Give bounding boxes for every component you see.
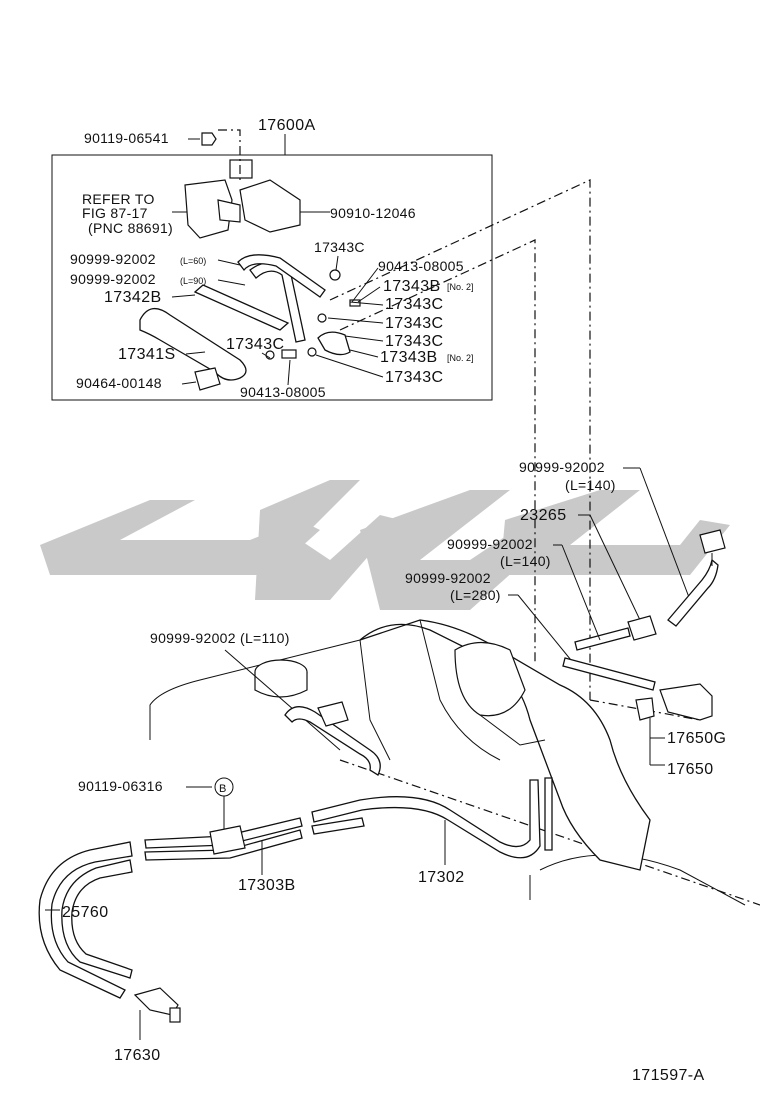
label-c25: 90119-06316 xyxy=(78,778,163,794)
label-c23: 17650G xyxy=(667,730,726,747)
label-c15: 17343C xyxy=(385,369,443,386)
label-c27: 17302 xyxy=(418,869,465,886)
assembly-box-17600a: 17600A REFER TO FIG 87-17 (PNC 88691) 17… xyxy=(51,117,493,401)
assembly-part-number: 17600A xyxy=(258,117,316,134)
label-c9: 17343C xyxy=(385,296,443,313)
label-c8: 17342B xyxy=(104,289,162,306)
label-c29: 17630 xyxy=(114,1047,161,1064)
label-c6-note: (L=90) xyxy=(180,276,206,286)
label-c4: 90413-08005 xyxy=(378,258,464,274)
label-c2: 90910-12046 xyxy=(330,205,416,221)
fuel-tank xyxy=(149,619,760,906)
upper-right-hoses: 90999-92002 (L=140) 23265 90999-92002 (L… xyxy=(405,459,726,778)
label-c7: 17343B xyxy=(383,278,441,295)
label-c16: 90464-00148 xyxy=(76,375,162,391)
hose-25760: 25760 17630 xyxy=(38,841,181,1064)
label-c3: 17343C xyxy=(314,239,365,255)
label-c14-note: [No. 2] xyxy=(447,353,474,363)
dashed-leaders xyxy=(329,179,701,721)
label-c21-note: (L=280) xyxy=(450,587,501,603)
label-c5: 90999-92002 xyxy=(70,251,156,267)
label-c24: 17650 xyxy=(667,761,714,778)
bolt-90119-06541: 90119-06541 xyxy=(84,129,241,182)
label-c14: 17343B xyxy=(380,349,438,366)
label-c28: 25760 xyxy=(62,904,109,921)
hose-17302: 17302 xyxy=(311,777,553,886)
label-c11: 17343C xyxy=(385,333,443,350)
label-c12: 17341S xyxy=(118,346,176,363)
label-c21: 90999-92002 xyxy=(405,570,491,586)
pipe-17303b: 90119-06316 B 17303B xyxy=(78,777,303,894)
label-c18-note: (L=140) xyxy=(565,477,616,493)
label-c10: 17343C xyxy=(385,315,443,332)
label-c17: 90413-08005 xyxy=(240,384,326,400)
label-c7-note: [No. 2] xyxy=(447,282,474,292)
label-c22: 90999-92002 (L=110) xyxy=(150,630,290,646)
refer-note-line-2: FIG 87-17 xyxy=(82,205,148,221)
label-c26: 17303B xyxy=(238,877,296,894)
hose-l110: 90999-92002 (L=110) xyxy=(150,630,381,776)
label-c19: 23265 xyxy=(520,507,567,524)
figure-code: 171597-A xyxy=(632,1067,705,1084)
refer-note-line-1: REFER TO xyxy=(82,191,155,207)
refer-note-line-3: (PNC 88691) xyxy=(88,220,173,236)
label-c1: 90119-06541 xyxy=(84,130,169,146)
label-c13: 17343C xyxy=(226,336,284,353)
label-c20: 90999-92002 xyxy=(447,536,533,552)
ref-circle-b: B xyxy=(219,783,226,795)
label-c18: 90999-92002 xyxy=(519,459,605,475)
label-c20-note: (L=140) xyxy=(500,553,551,569)
label-c5-note: (L=60) xyxy=(180,256,206,266)
label-c6: 90999-92002 xyxy=(70,271,156,287)
